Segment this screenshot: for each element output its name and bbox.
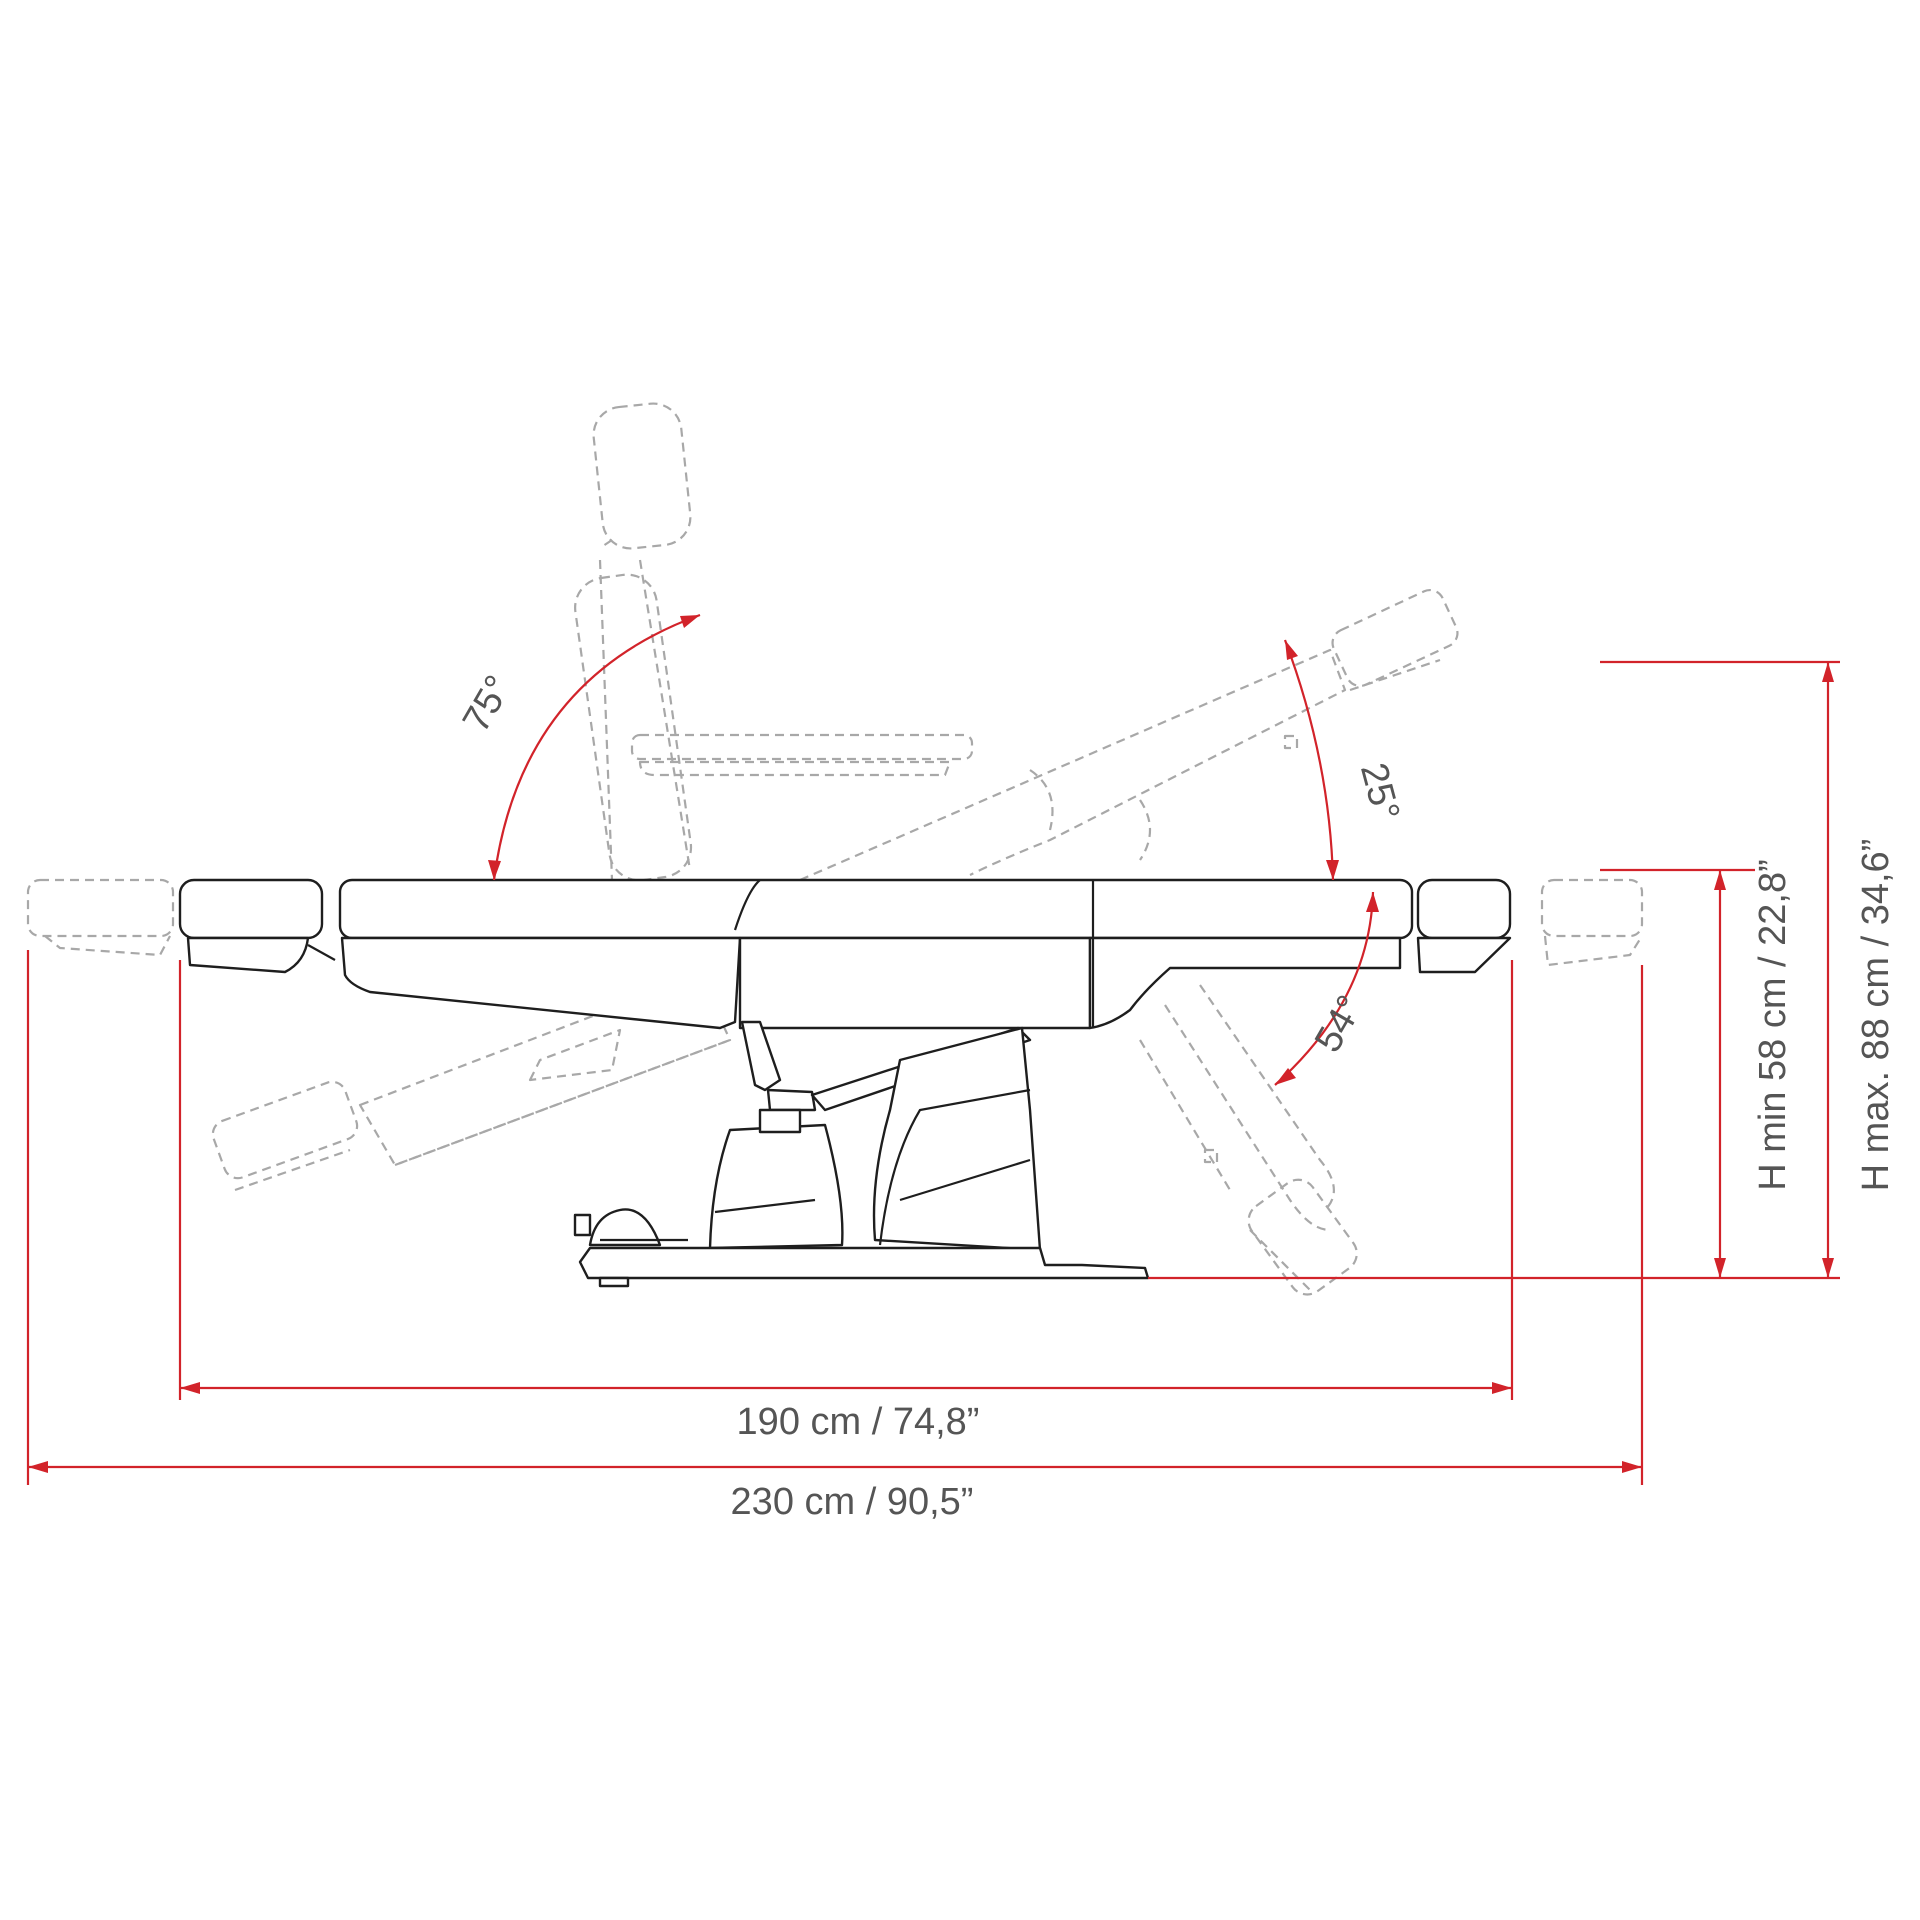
ghost-backrest-lowered — [211, 973, 732, 1192]
dimension-hmax — [1822, 662, 1834, 1278]
height-label-max: H max. 88 cm / 34,6” — [1855, 839, 1897, 1192]
ghost-leg-raised — [799, 588, 1459, 882]
angle-arc-25 — [1283, 639, 1339, 881]
angle-arc-75 — [488, 613, 701, 881]
height-label-min: H min 58 cm / 22,8” — [1752, 859, 1794, 1191]
labels: 75° 25° 54° 190 cm / 74,8” 230 cm / 90,5… — [455, 669, 1897, 1523]
base — [573, 1208, 1150, 1288]
angle-label-25: 25° — [1352, 759, 1407, 825]
table-frame — [340, 879, 1402, 1030]
ghost-backrest-raised — [574, 402, 974, 882]
table-cushion — [338, 878, 1414, 940]
ghost-positions — [26, 402, 1644, 1296]
angle-label-54: 54° — [1307, 989, 1372, 1060]
treatment-table — [178, 878, 1512, 1288]
dimension-230 — [28, 1461, 1642, 1473]
ghost-footrest-right — [1540, 878, 1644, 967]
length-label-inner: 190 cm / 74,8” — [737, 1401, 980, 1443]
length-label-outer: 230 cm / 90,5” — [731, 1481, 974, 1523]
headrest — [178, 878, 336, 974]
lift-mechanism — [708, 1020, 1042, 1252]
footrest — [1416, 878, 1512, 974]
dimension-190 — [180, 1382, 1512, 1394]
dimension-lines — [26, 613, 1840, 1485]
angle-arc-54 — [1274, 891, 1379, 1086]
dimension-hmin — [1714, 870, 1726, 1278]
ghost-headrest-left — [26, 878, 175, 957]
angle-label-75: 75° — [455, 669, 520, 740]
ghost-leg-lowered — [1139, 984, 1358, 1296]
